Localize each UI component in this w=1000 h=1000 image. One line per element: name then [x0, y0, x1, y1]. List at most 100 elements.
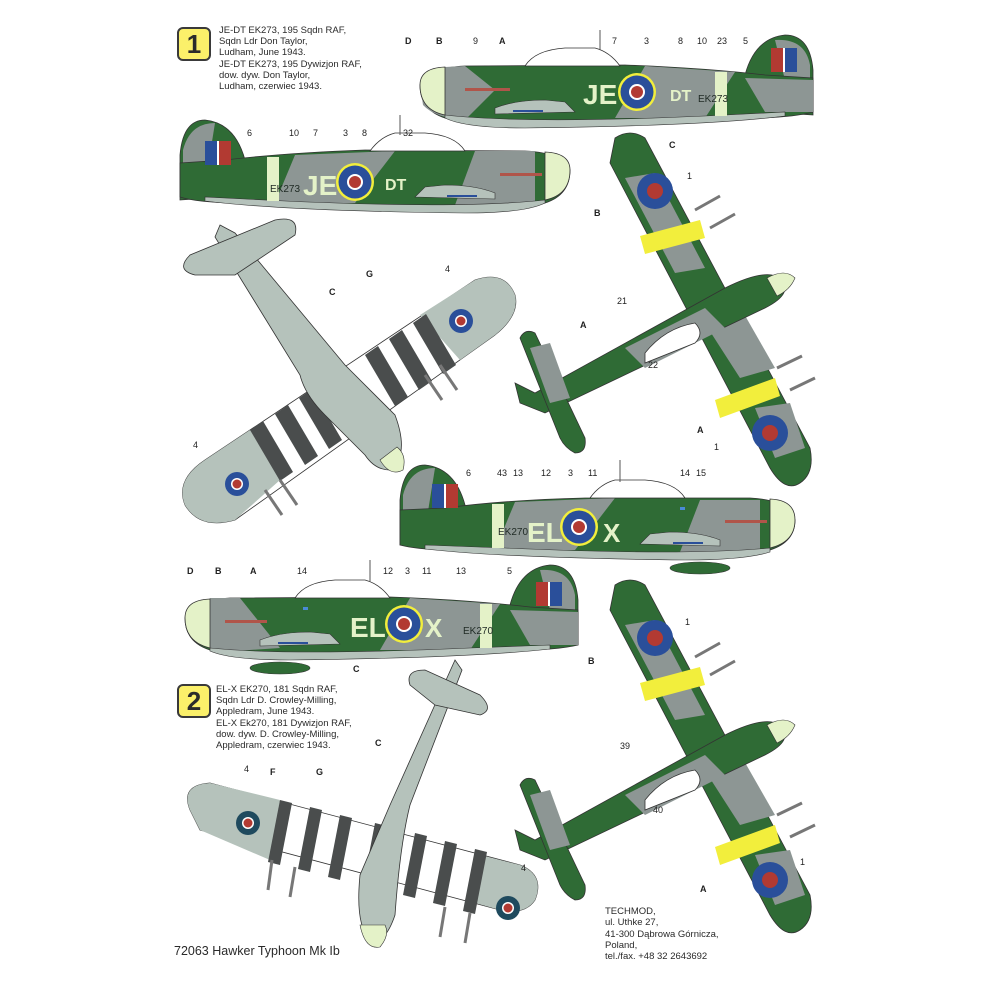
scheme-2-underside-view [187, 659, 539, 948]
callout-B: B [588, 656, 595, 666]
callout-12: 12 [541, 468, 552, 478]
svg-text:EK273: EK273 [270, 184, 300, 195]
callout-40: 40 [653, 805, 664, 815]
scheme-2-description: EL-X EK270, 181 Sqdn RAF,Sqdn Ldr D. Cro… [216, 684, 352, 751]
callout-A: A [580, 320, 587, 330]
callout-23: 23 [717, 36, 728, 46]
desc-line: Appledram, czerwiec 1943. [216, 740, 331, 752]
callout-D: D [187, 566, 194, 576]
callout-8: 8 [678, 36, 684, 46]
callout-22: 22 [648, 360, 659, 370]
callout-12: 12 [383, 566, 394, 576]
callout-C: C [353, 664, 360, 674]
scheme-1-port-profile: JE DT EK273 [179, 115, 571, 214]
scheme-1-starboard-profile: JE DT EK273 [419, 30, 814, 129]
address-line: tel./fax. +48 32 2643692 [605, 951, 708, 963]
callout-3: 3 [644, 36, 650, 46]
callout-21: 21 [617, 296, 628, 306]
callout-C: C [669, 140, 676, 150]
svg-text:X: X [603, 518, 621, 548]
callout-13: 13 [456, 566, 467, 576]
svg-text:EK270: EK270 [498, 527, 528, 538]
callout-9: 9 [473, 36, 479, 46]
callout-A: A [250, 566, 257, 576]
callout-10: 10 [289, 128, 300, 138]
callout-10: 10 [697, 36, 708, 46]
desc-line: Ludham, June 1943. [219, 47, 306, 59]
svg-text:EK270: EK270 [463, 626, 493, 637]
address-line: 41-300 Dąbrowa Górnicza, [605, 928, 719, 940]
callout-4: 4 [193, 440, 199, 450]
scheme-1-description: JE-DT EK273, 195 Sqdn RAF,Sqdn Ldr Don T… [219, 25, 362, 92]
callout-32: 32 [403, 128, 414, 138]
scheme-2-port-profile: EL X EK270 [399, 460, 796, 575]
callout-15: 15 [696, 468, 707, 478]
svg-text:EL: EL [350, 612, 386, 643]
callout-3: 3 [568, 468, 574, 478]
callout-3: 3 [343, 128, 349, 138]
callout-5: 5 [743, 36, 749, 46]
callout-1: 1 [714, 442, 720, 452]
callout-B: B [594, 208, 601, 218]
callout-7: 7 [313, 128, 319, 138]
desc-line: dow. dyw. Don Taylor, [219, 69, 311, 81]
callout-11: 11 [422, 566, 432, 576]
desc-line: dow. dyw. D. Crowley-Milling, [216, 728, 340, 740]
callout-14: 14 [297, 566, 308, 576]
svg-text:JE: JE [583, 79, 617, 110]
callout-3: 3 [405, 566, 411, 576]
callout-5: 5 [507, 566, 513, 576]
callout-11: 11 [588, 468, 598, 478]
svg-text:EL: EL [527, 517, 563, 548]
callout-F: F [270, 767, 276, 777]
callout-1: 1 [687, 171, 693, 181]
callout-14: 14 [680, 468, 691, 478]
callout-4: 4 [521, 863, 527, 873]
svg-text:EK273: EK273 [698, 94, 728, 105]
callout-A: A [697, 425, 704, 435]
scheme-1-upper-view [514, 132, 816, 487]
kit-title: 72063 Hawker Typhoon Mk Ib [174, 944, 340, 958]
callout-G: G [366, 269, 374, 279]
callout-1: 1 [685, 617, 691, 627]
callout-C: C [375, 738, 382, 748]
desc-line: Sqdn Ldr D. Crowley-Milling, [216, 695, 337, 707]
desc-line: JE-DT EK273, 195 Sqdn RAF, [219, 25, 347, 36]
scheme-1-underside-view [182, 218, 517, 524]
callout-G: G [316, 767, 324, 777]
callout-13: 13 [513, 468, 524, 478]
callout-C: C [329, 287, 336, 297]
callout-6: 6 [466, 468, 472, 478]
address-line: ul. Uthke 27, [605, 917, 659, 929]
callout-6: 6 [247, 128, 253, 138]
callout-1: 1 [800, 857, 806, 867]
manufacturer-address: TECHMOD,ul. Uthke 27,41-300 Dąbrowa Górn… [605, 906, 719, 962]
callout-A: A [700, 884, 707, 894]
callout-D: D [405, 36, 412, 46]
scheme-2-badge: 2 [177, 684, 211, 718]
callout-43: 43 [497, 468, 508, 478]
scheme-2-upper-view [514, 579, 816, 934]
svg-text:DT: DT [385, 177, 407, 194]
callout-8: 8 [362, 128, 368, 138]
callout-7: 7 [612, 36, 618, 46]
svg-text:X: X [425, 613, 443, 643]
callout-B: B [436, 36, 443, 46]
callout-4: 4 [244, 764, 250, 774]
svg-text:DT: DT [670, 88, 692, 105]
callout-A: A [499, 36, 506, 46]
callout-4: 4 [445, 264, 451, 274]
address-line: TECHMOD, [605, 906, 656, 917]
scheme-1-badge: 1 [177, 27, 211, 61]
svg-text:JE: JE [303, 170, 337, 201]
desc-line: EL-X EK270, 181 Sqdn RAF, [216, 684, 338, 695]
scheme-2-starboard-profile: EL X EK270 [184, 560, 579, 675]
desc-line: EL-X Ek270, 181 Dywizjon RAF, [216, 717, 352, 729]
callout-B: B [215, 566, 222, 576]
address-line: Poland, [605, 939, 638, 951]
desc-line: Appledram, June 1943. [216, 706, 315, 718]
desc-line: Ludham, czerwiec 1943. [219, 81, 322, 93]
callout-39: 39 [620, 741, 631, 751]
desc-line: Sqdn Ldr Don Taylor, [219, 36, 308, 48]
desc-line: JE-DT EK273, 195 Dywizjon RAF, [219, 58, 362, 70]
